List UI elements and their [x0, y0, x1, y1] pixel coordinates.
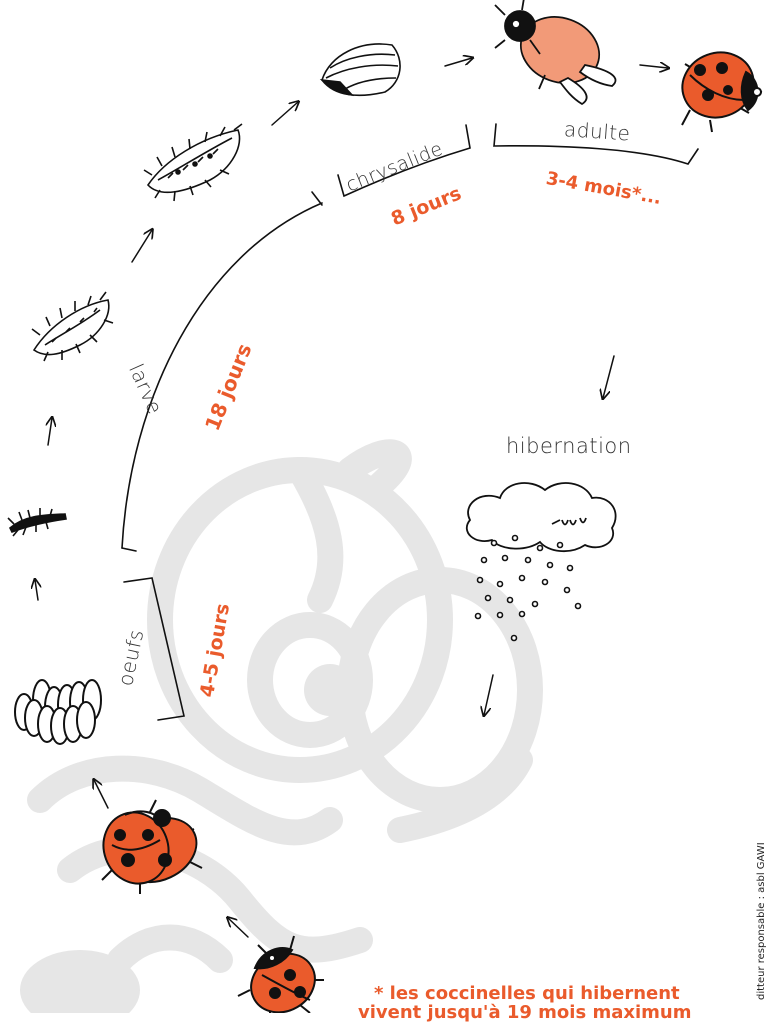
- emerging-ladybug-icon: [495, 0, 616, 104]
- snow-cloud-icon: [467, 483, 616, 640]
- stage-label-adult: adulte: [563, 117, 631, 146]
- footnote-line-1: * les coccinelles qui hibernent: [374, 984, 680, 1003]
- larva-icon: [32, 292, 113, 361]
- larva-icon: [8, 508, 66, 536]
- pupa-icon: [322, 44, 400, 95]
- ladybug-icon: [673, 43, 763, 132]
- ladybug-mating-icon: [94, 800, 207, 894]
- stage-label-hibernation: hibernation: [506, 434, 632, 458]
- egg-cluster-icon: [15, 680, 101, 744]
- larva-icon: [144, 124, 242, 201]
- publisher-credit: ditteur responsable : asbl GAWI: [756, 842, 767, 1000]
- watermark-mascot-icon: [40, 452, 530, 960]
